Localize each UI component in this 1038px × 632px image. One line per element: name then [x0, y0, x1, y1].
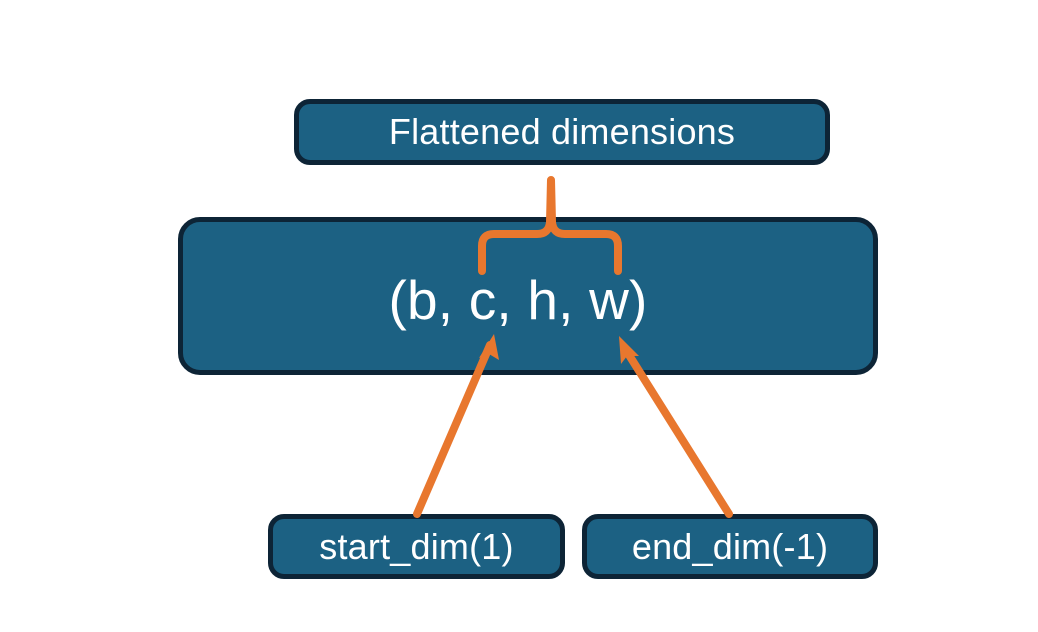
node-end-dim: end_dim(-1): [582, 514, 878, 579]
node-end-dim-label: end_dim(-1): [631, 525, 829, 567]
node-start-dim-label: start_dim(1): [319, 525, 514, 567]
node-start-dim: start_dim(1): [268, 514, 565, 579]
node-tensor-shape: (b, c, h, w): [178, 217, 878, 375]
node-tensor-shape-label: (b, c, h, w): [388, 269, 648, 331]
node-flattened-dimensions: Flattened dimensions: [294, 99, 830, 165]
node-flattened-dimensions-label: Flattened dimensions: [388, 111, 736, 152]
